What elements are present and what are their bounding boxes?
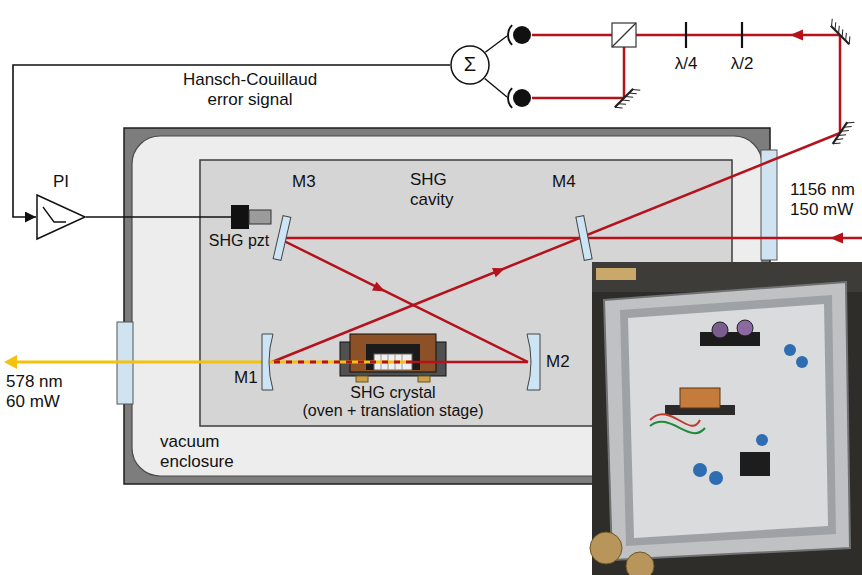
steering-mirror: [615, 19, 855, 147]
beam-arrowhead: [790, 30, 803, 41]
waveplate: [741, 22, 743, 48]
photodiode: [513, 26, 531, 44]
photodiode: [508, 88, 512, 108]
cavity-mirror: [273, 216, 291, 261]
piezo-actuator-outline: [231, 205, 271, 229]
enclosure-photo: [596, 268, 636, 280]
piezo-block: [231, 205, 249, 229]
enclosure-photo: [756, 434, 768, 446]
steering-mirror: [828, 19, 853, 44]
cavity-mirror: [527, 334, 540, 390]
photodiode: [508, 25, 531, 108]
laser-beam: [278, 237, 862, 240]
crystal-oven: [356, 376, 368, 382]
beam-label: 1156 nm 150 mW: [790, 180, 860, 219]
vacuum-enclosure: vacuum enclosure SHG cavitySHG pztSHG cry…: [124, 128, 770, 484]
crystal-oven: [350, 334, 436, 372]
waveplate-label: λ/4: [671, 54, 701, 74]
beam-arrowhead: [830, 233, 843, 244]
shg-cavity: SHG cavitySHG pztSHG crystal(oven + tran…: [200, 160, 732, 426]
second-harmonic-beam: [272, 361, 412, 364]
second-harmonic-beam: [14, 361, 272, 364]
sum-symbol: Σ: [450, 54, 490, 74]
enclosure-photo: [740, 452, 770, 476]
beam-arrowhead: [492, 268, 505, 277]
crystal-oven: [418, 376, 430, 382]
cavity-label: SHG cavity: [410, 170, 472, 209]
polarizing-beam-splitter: [612, 23, 636, 47]
pzt-label: SHG pzt: [204, 232, 274, 250]
laser-beam: [532, 97, 624, 100]
second-harmonic-beam: [4, 355, 17, 369]
mirror-label: M4: [552, 172, 582, 192]
pi-controller-outline: [36, 194, 86, 240]
laser-beam: [839, 35, 842, 133]
piezo-stack: [249, 210, 271, 224]
connectors: [13, 65, 450, 217]
second-harmonic-beam: [4, 355, 412, 369]
crystal-oven: SHG crystal(oven + translation stage): [298, 330, 490, 422]
enclosure-photo: [709, 471, 723, 485]
beam-label: 578 nm 60 mW: [6, 372, 78, 411]
photodiode: [513, 89, 531, 107]
waveplate: [685, 22, 687, 48]
cavity-mirror: [262, 334, 273, 390]
pi-controller: PI: [36, 172, 88, 242]
cavity-mirror: [576, 216, 592, 261]
signal-wire: [86, 216, 231, 218]
signal-label: Hansch-Couillaud error signal: [170, 70, 330, 109]
enclosure-photo: [650, 414, 700, 426]
amplifier-triangle: [37, 195, 85, 239]
enclosure-photo: [620, 295, 836, 546]
second-harmonic-beam: [272, 361, 412, 364]
steering-mirror: [615, 86, 640, 111]
steering-mirror: [833, 119, 855, 147]
crystal-label: SHG crystal: [298, 384, 488, 402]
enclosure-photo: [628, 304, 828, 538]
summing-junction: Σ: [450, 45, 492, 87]
controller-label: PI: [36, 172, 86, 192]
crystal-oven: [366, 344, 420, 370]
polarizing-beam-splitter: [612, 23, 636, 47]
mirror-label: M1: [234, 368, 262, 388]
mirror-label: M2: [546, 352, 576, 372]
pi-response-symbol: [43, 207, 66, 222]
enclosure-photo: [796, 356, 808, 368]
enclosure-photo: [700, 332, 760, 346]
detector-wire: [485, 79, 507, 98]
enclosure-photo: [626, 552, 654, 575]
cavity-mirror: [262, 216, 592, 390]
enclosure-photo: [590, 532, 622, 564]
enclosure-photo: [592, 262, 862, 575]
piezo-actuator: SHG pzt: [204, 205, 276, 253]
laser-beam: [412, 361, 528, 364]
waveplate-label: λ/2: [727, 54, 757, 74]
summing-circle: [451, 46, 489, 84]
enclosure-photo: [737, 320, 753, 336]
enclosure-label: vacuum enclosure: [160, 432, 260, 471]
crystal-oven: [340, 334, 446, 382]
signal-wire: [13, 65, 450, 217]
waveplate: [686, 22, 742, 48]
enclosure-photo: [784, 344, 796, 356]
photodiode: [508, 25, 512, 45]
detector-wire: [485, 36, 507, 52]
mirror-label: M3: [292, 172, 322, 192]
beam-arrowhead: [372, 282, 385, 292]
beam-arrowhead: [372, 30, 843, 292]
polarizing-beam-splitter: [612, 23, 636, 47]
enclosure-photo: [680, 388, 720, 408]
enclosure-photo: [712, 322, 728, 338]
enclosure-photo: [604, 282, 850, 560]
enclosure-photo: [650, 422, 705, 433]
enclosure-photo: [693, 463, 707, 477]
crystal-label: (oven + translation stage): [298, 402, 488, 420]
enclosure-photo: [590, 262, 862, 575]
vacuum-window: [761, 150, 777, 260]
